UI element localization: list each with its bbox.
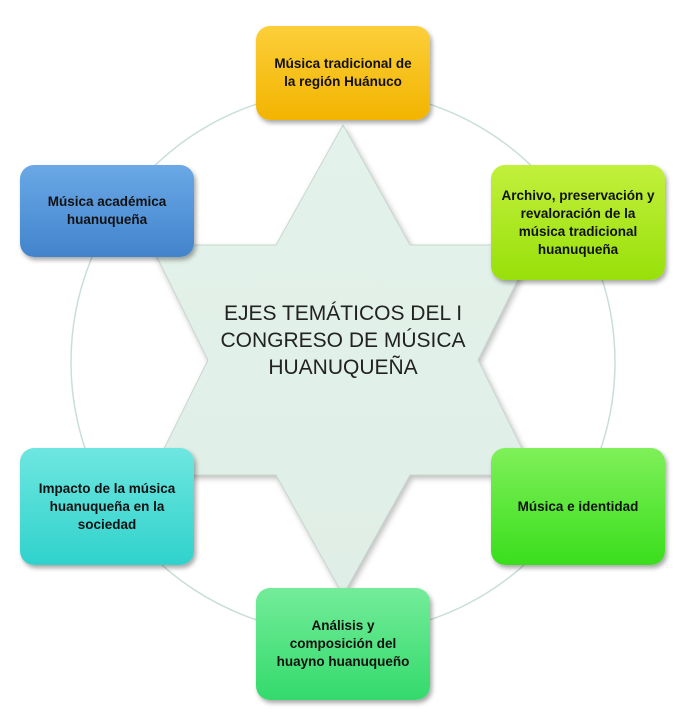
node-label: Música tradicional de la región Huánuco — [274, 56, 412, 89]
node-musica-academica: Música académica huanuqueña — [20, 165, 194, 257]
node-analisis-composicion: Análisis y composición del huayno huanuq… — [256, 588, 430, 700]
node-label: Música e identidad — [517, 498, 639, 514]
node-label: Análisis y composición del huayno huanuq… — [276, 618, 410, 669]
node-label: Impacto de la música huanuqueña en la so… — [38, 480, 176, 532]
center-title: EJES TEMÁTICOS DEL I CONGRESO DE MÚSICA … — [200, 300, 486, 381]
node-musica-tradicional: Música tradicional de la región Huánuco — [256, 26, 430, 120]
node-impacto-sociedad: Impacto de la música huanuqueña en la so… — [20, 448, 194, 565]
center-title-line: EJES TEMÁTICOS DEL I — [223, 302, 463, 325]
node-label: Archivo, preservación y revaloración de … — [501, 187, 655, 257]
center-title-line: HUANUQUEÑA — [268, 356, 418, 379]
node-label: Música académica huanuqueña — [47, 194, 167, 227]
node-archivo-preservacion: Archivo, preservación y revaloración de … — [491, 165, 665, 280]
node-musica-identidad: Música e identidad — [491, 448, 665, 565]
center-title-line: CONGRESO DE MÚSICA — [220, 329, 466, 352]
